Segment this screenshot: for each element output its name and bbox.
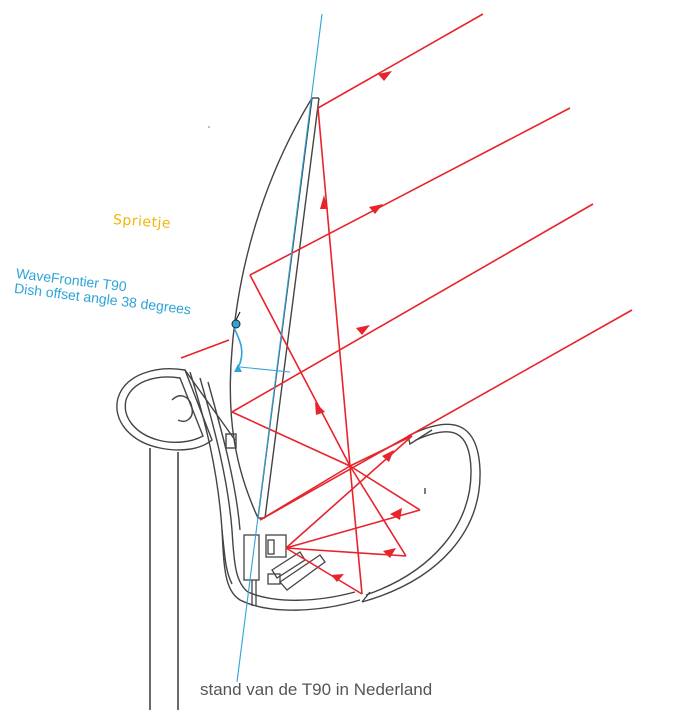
- support-arm: [189, 371, 361, 611]
- speck: [208, 126, 210, 128]
- optical-axis: [236, 13, 323, 683]
- caption: stand van de T90 in Nederland: [200, 680, 433, 699]
- mount-bracket: [116, 368, 237, 451]
- ray-arrowheads: [315, 71, 402, 582]
- secondary-reflector: [361, 423, 481, 603]
- main-reflector: [229, 97, 320, 519]
- mounting-poles: [149, 448, 179, 710]
- signal-rays: [180, 13, 633, 595]
- sprietje-antenna: [231, 311, 243, 372]
- lnb-cluster: [243, 534, 326, 606]
